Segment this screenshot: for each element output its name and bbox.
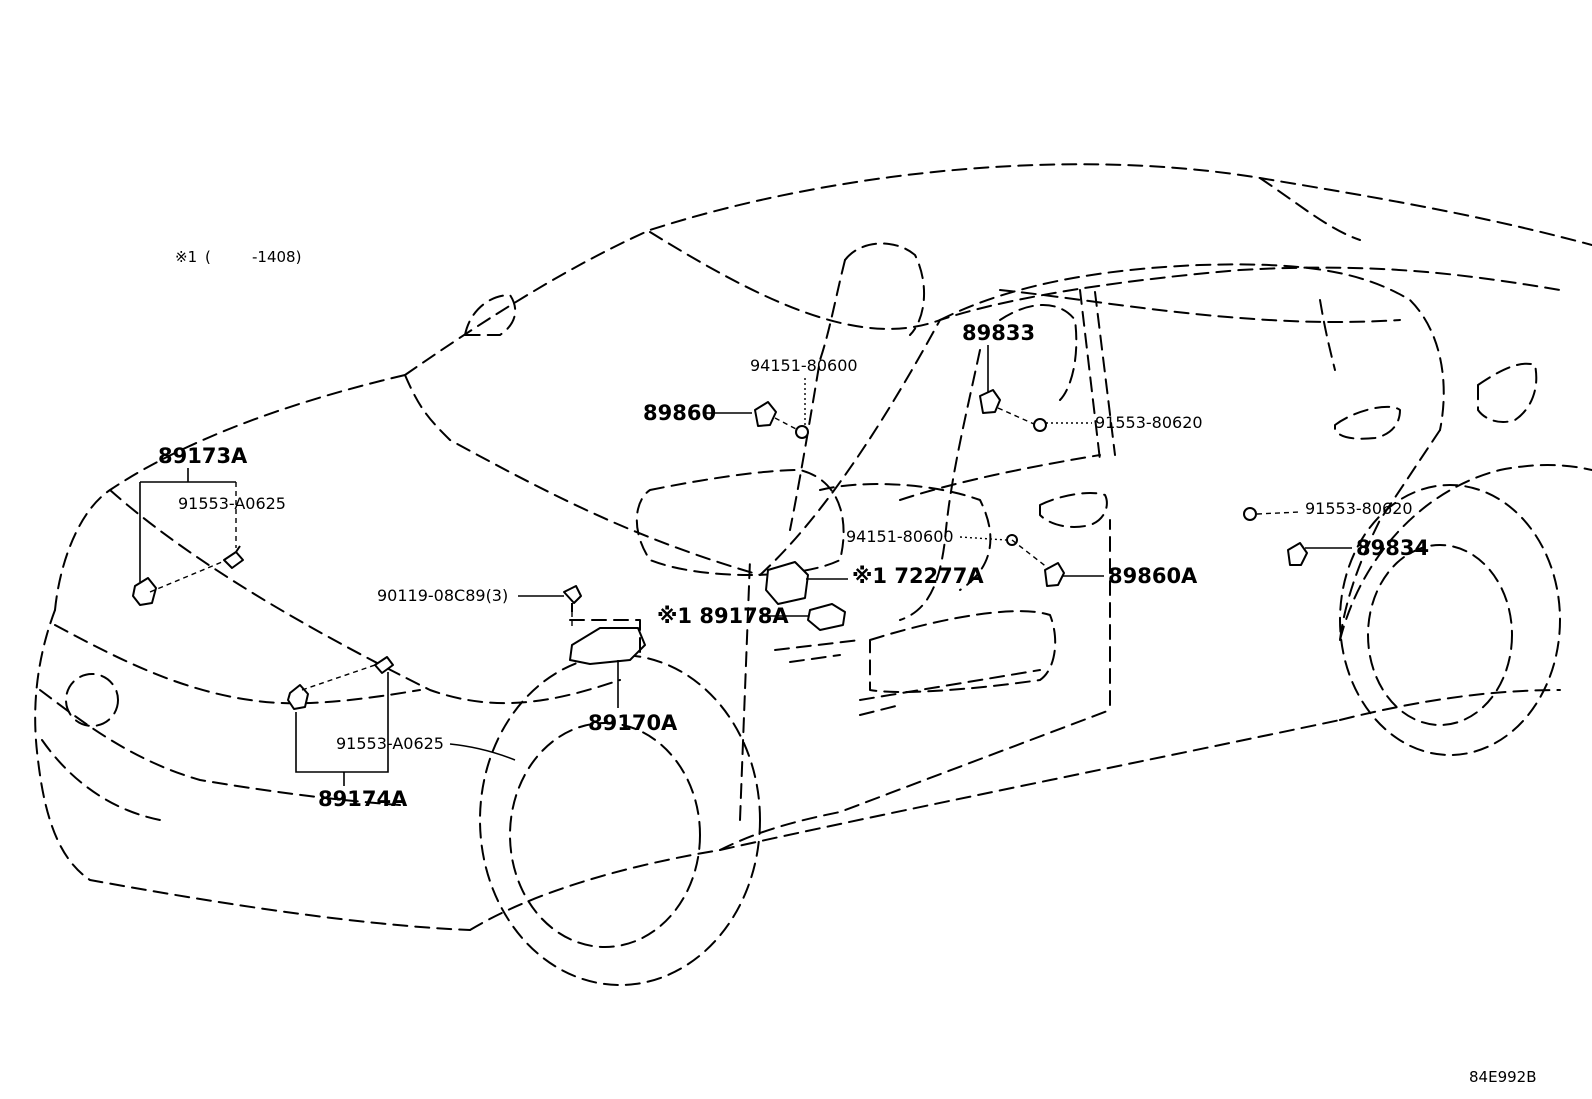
sensor-89860a <box>1044 562 1065 587</box>
bolt-91553-80620-right <box>1243 507 1257 521</box>
label-89860[interactable]: 89860 <box>643 401 716 425</box>
sensor-89860 <box>754 401 777 427</box>
sensor-89173a <box>132 577 157 606</box>
label-89173a[interactable]: 89173A <box>158 444 248 468</box>
module-72277a <box>765 561 809 605</box>
label-91553-a0625-bottom[interactable]: 91553-A0625 <box>336 734 444 753</box>
connector-89178a <box>807 603 846 631</box>
front-wheel <box>479 654 761 986</box>
ecu-89170a <box>569 627 646 665</box>
sensor-89833 <box>979 389 1001 414</box>
label-94151-80600-mid[interactable]: 94151-80600 <box>846 527 954 546</box>
label-89170a[interactable]: 89170A <box>588 711 678 735</box>
diagram-id: 84E992B <box>1469 1068 1537 1086</box>
rear-wheel <box>1339 484 1561 756</box>
bolt-91553-a0625-bottom <box>374 656 394 674</box>
bolt-91553-a0625-top <box>223 545 244 569</box>
seats-interior <box>635 242 1401 716</box>
label-72277a[interactable]: ※1 72277A <box>852 564 984 588</box>
label-89174a[interactable]: 89174A <box>318 787 408 811</box>
sensor-89834 <box>1287 542 1308 566</box>
label-89860a[interactable]: 89860A <box>1108 564 1198 588</box>
parts <box>132 389 1308 710</box>
applicability-note-open: ( <box>205 248 211 266</box>
label-91553-80620-right[interactable]: 91553-80620 <box>1305 499 1413 518</box>
bolt-91553-80620-mid <box>1033 418 1047 432</box>
car-body-outline <box>34 163 1592 931</box>
label-89834[interactable]: 89834 <box>1356 536 1429 560</box>
label-94151-80600-top[interactable]: 94151-80600 <box>750 356 858 375</box>
applicability-note-mark: ※1 <box>175 248 197 266</box>
bolt-90119-08c89 <box>563 585 582 612</box>
nut-94151-80600-top <box>795 425 809 439</box>
label-91553-a0625-top[interactable]: 91553-A0625 <box>178 494 286 513</box>
sensor-89174a <box>287 684 309 710</box>
applicability-note-close: -1408) <box>252 248 301 266</box>
leader-lines <box>139 345 1352 786</box>
label-91553-80620-mid[interactable]: 91553-80620 <box>1095 413 1203 432</box>
label-89833[interactable]: 89833 <box>962 321 1035 345</box>
label-89178a[interactable]: ※1 89178A <box>657 604 789 628</box>
label-90119-08c89[interactable]: 90119-08C89(3) <box>377 586 508 605</box>
